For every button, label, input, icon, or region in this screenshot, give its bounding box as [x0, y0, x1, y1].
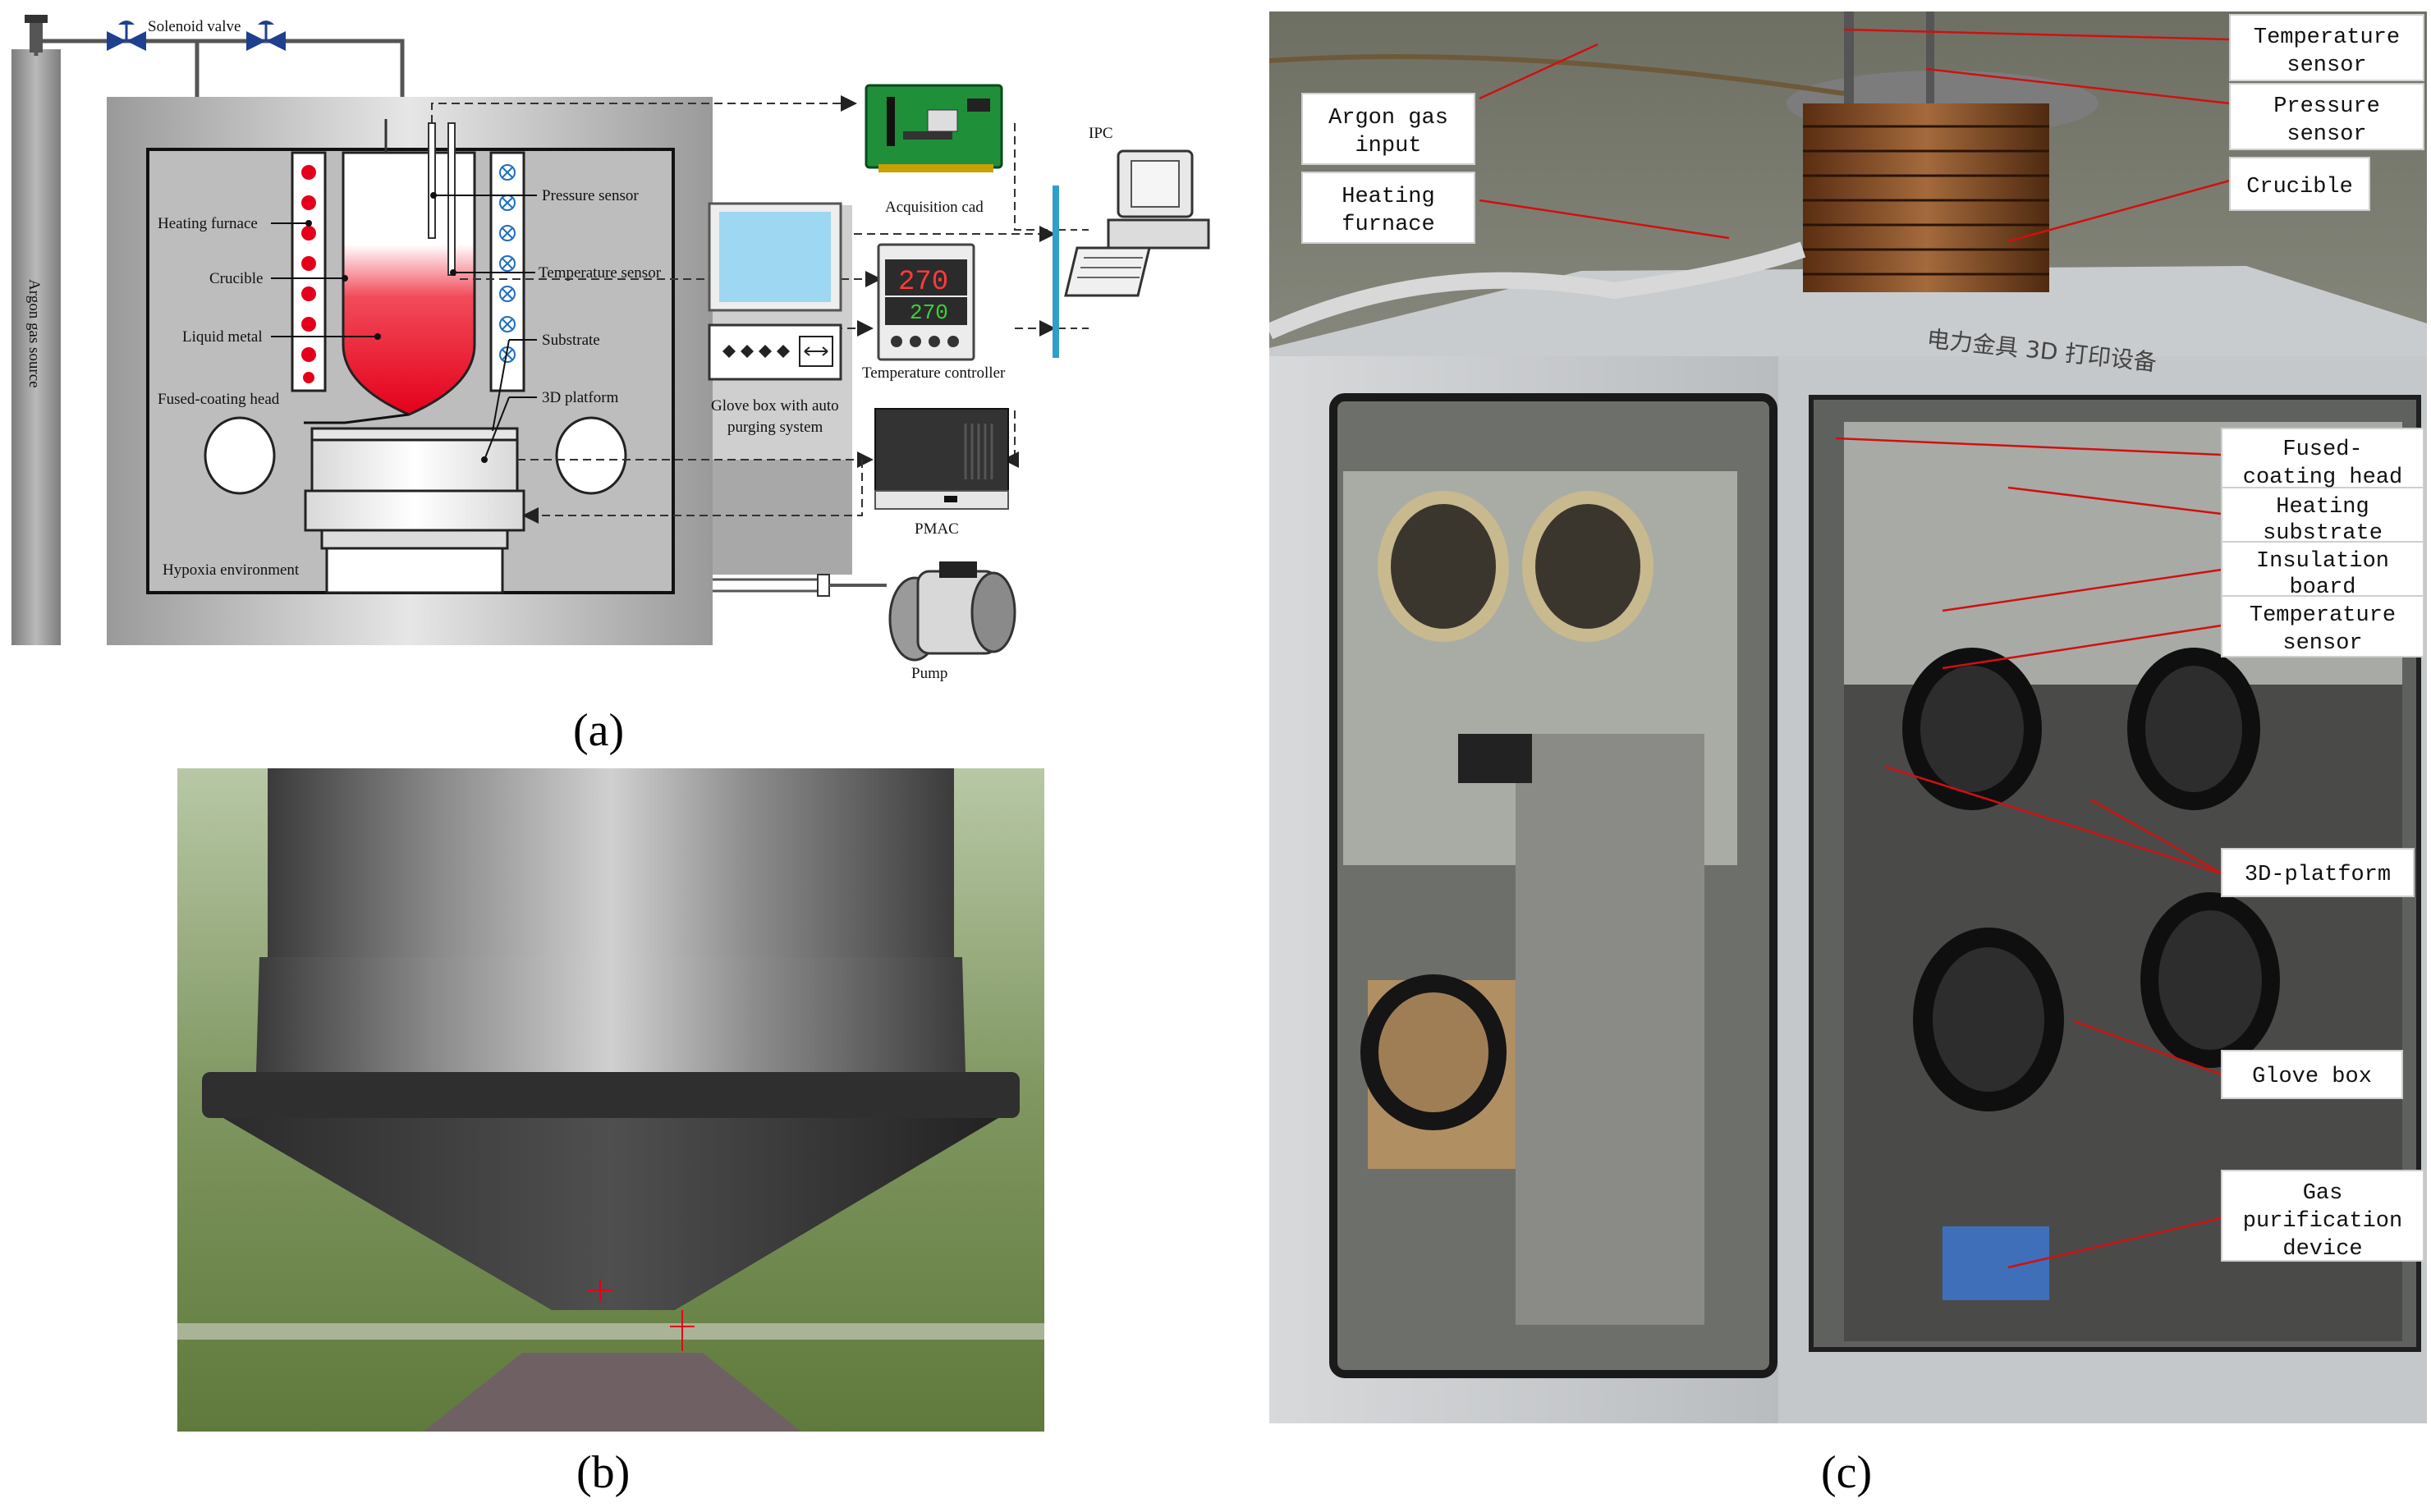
c-gas-purification-l2: purification — [2243, 1209, 2402, 1234]
c-temperature-sensor-top-l2: sensor — [2287, 53, 2366, 78]
substrate — [310, 427, 519, 442]
acquisition-card-icon — [865, 84, 1003, 172]
c-heating-substrate-l2: substrate — [2263, 521, 2383, 546]
caption-a: (a) — [573, 705, 625, 756]
panel-a-schematic: Argon gas source Solenoid valve — [11, 15, 1210, 682]
c-glove-box: Glove box — [2252, 1065, 2372, 1089]
front-glove-port-3 — [1360, 974, 1507, 1130]
pmac-label: PMAC — [915, 520, 959, 538]
solenoid-valve-1-icon — [107, 21, 146, 51]
temperature-controller-icon: 270 270 — [877, 243, 975, 361]
platform-3d — [310, 438, 519, 493]
data-bus — [1053, 186, 1059, 358]
pump-icon — [888, 561, 1016, 662]
substrate-label: Substrate — [542, 332, 600, 349]
side-glove-port-3 — [1913, 928, 2064, 1111]
platform-base — [304, 489, 525, 532]
fused-coating-head-label: Fused-coating head — [158, 391, 280, 408]
c-insulation-board-l1: Insulation — [2256, 549, 2389, 574]
c-pressure-sensor-l1: Pressure — [2273, 94, 2380, 119]
side-glove-port-4 — [2140, 892, 2280, 1068]
temperature-controller-label: Temperature controller — [862, 364, 1006, 382]
controller-display-bottom: 270 — [910, 300, 948, 325]
argon-gas-cylinder: Argon gas source — [11, 15, 61, 645]
c-pressure-sensor-l2: sensor — [2287, 122, 2366, 147]
c-gas-purification-l1: Gas — [2303, 1181, 2343, 1206]
side-glove-port-1 — [1902, 648, 2042, 810]
liquid-metal-label: Liquid metal — [182, 328, 263, 346]
solenoid-valve-2-icon — [246, 21, 286, 51]
c-argon-gas-input-l1: Argon gas — [1328, 106, 1448, 131]
c-3d-platform: 3D-platform — [2245, 863, 2391, 887]
nozzle-flange — [202, 1072, 1020, 1118]
side-glove-port-2 — [2127, 648, 2260, 810]
panel-b-photo — [177, 768, 1044, 1432]
c-fused-coating-head-l1: Fused- — [2282, 438, 2362, 462]
argon-gas-source-label: Argon gas source — [25, 279, 43, 388]
purging-system-label: purging system — [727, 419, 823, 436]
crucible-label: Crucible — [209, 270, 263, 287]
c-gas-purification-l3: device — [2282, 1237, 2362, 1262]
glove-port-left — [204, 416, 276, 495]
front-glove-port-1 — [1378, 491, 1509, 642]
crucible — [342, 151, 476, 416]
c-heating-substrate-l1: Heating — [2276, 495, 2369, 520]
c-fused-coating-head-l2: coating head — [2243, 465, 2402, 490]
measurement-crosshair — [588, 1279, 695, 1351]
pump-label: Pump — [911, 665, 947, 682]
glove-port-right — [555, 416, 627, 495]
gas-purification-device — [1943, 1226, 2049, 1300]
glove-box-monitor-icon — [708, 202, 842, 381]
solenoid-valve-label: Solenoid valve — [148, 18, 241, 35]
pmac-icon — [874, 408, 1009, 510]
c-argon-gas-input-l2: input — [1355, 134, 1421, 158]
nozzle-body — [268, 768, 954, 957]
platform-3d-label: 3D platform — [542, 389, 619, 406]
heating-furnace-coil — [1803, 103, 2049, 292]
panel-c-photo: 电力金具 3D 打印设备 — [1269, 11, 2427, 1423]
c-temperature-sensor-l2: sensor — [2282, 631, 2362, 656]
acquisition-card-label: Acquisition cad — [885, 199, 984, 216]
ipc-computer-icon — [1064, 149, 1210, 297]
c-temperature-sensor-top-l1: Temperature — [2254, 25, 2400, 50]
c-temperature-sensor-l1: Temperature — [2250, 603, 2396, 628]
nozzle-collar — [256, 957, 966, 1072]
caption-b: (b) — [576, 1447, 631, 1498]
temperature-sensor-label: Temperature sensor — [539, 264, 662, 282]
ipc-label: IPC — [1089, 125, 1113, 142]
controller-display-top: 270 — [898, 267, 948, 298]
substrate-plate — [177, 1323, 1044, 1340]
hypoxia-environment-label: Hypoxia environment — [163, 561, 300, 579]
heating-coils-left — [301, 165, 316, 383]
front-glove-port-2 — [1522, 491, 1654, 642]
nozzle-cone — [223, 1118, 998, 1310]
heating-coils-right — [499, 164, 516, 363]
c-heating-furnace-l1: Heating — [1342, 185, 1434, 209]
c-heating-furnace-l2: furnace — [1342, 213, 1434, 237]
c-crucible: Crucible — [2246, 175, 2353, 199]
caption-c: (c) — [1821, 1447, 1873, 1498]
c-insulation-board-l2: board — [2289, 575, 2355, 600]
pressure-sensor-label: Pressure sensor — [542, 187, 639, 204]
glove-box-label: Glove box with auto — [711, 397, 839, 415]
heating-furnace-label: Heating furnace — [158, 215, 258, 232]
